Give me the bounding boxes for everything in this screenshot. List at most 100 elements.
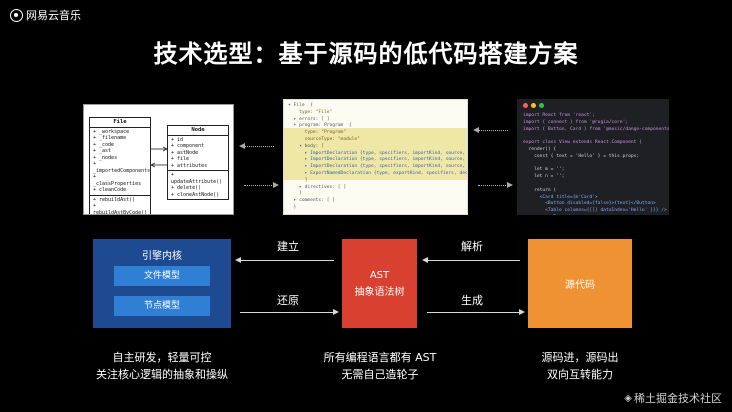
uml-field: + file — [171, 156, 190, 162]
ast-line: sourceType: "module" — [288, 136, 360, 142]
uml-node-header: Node — [168, 126, 228, 136]
uml-field: + _workspace — [93, 128, 130, 135]
caption-source: 源码进，源码出 双向互转能力 — [510, 349, 650, 383]
ast-line: ▸ ExportNamedDeclaration {type, exportKi… — [304, 170, 467, 176]
source-code-box: 源代码 — [528, 239, 632, 328]
uml-field: + _filename — [93, 135, 127, 141]
uml-field: + _code — [93, 141, 115, 148]
uml-method: + updateAttribute() — [171, 172, 223, 185]
brand-name: 网易云音乐 — [26, 9, 81, 22]
uml-node-class: Node + id+ component+ astNode+ file+ att… — [167, 125, 229, 200]
uml-method: + delete() — [171, 185, 202, 191]
ast-line: type: "Program" — [288, 130, 347, 136]
uml-field: + _ast — [93, 148, 112, 154]
uml-method: + rebuildAst() — [93, 196, 136, 203]
ast-line: ▾ body: [ — [288, 143, 324, 149]
maximize-dot-icon — [539, 103, 544, 108]
uml-file-methods: + rebuildAst()+ rebuildAstByCode()+ upda… — [90, 194, 150, 215]
caption-engine: 自主研发，轻量可控 关注核心逻辑的抽象和操纵 — [62, 349, 262, 383]
code-line: <Card title={m'Card'> — [523, 194, 598, 200]
uml-field: + id — [171, 136, 184, 143]
ast-tree: ▾ File { type: "File" ▸ errors: [ ] ▾ pr… — [288, 103, 467, 212]
engine-title: 引擎内核 — [142, 251, 182, 262]
code-line: const { text = 'Hello' } = this.props; — [523, 153, 640, 159]
uml-file-class: File + _workspace+ _filename+ _code+ _as… — [89, 117, 151, 215]
ast-line: } — [288, 191, 302, 197]
ast-line: ▸ directives: [ ] — [288, 184, 347, 190]
ast-line: ▸ comments: [ ] — [288, 198, 336, 204]
uml-class-diagram: File + _workspace+ _filename+ _code+ _as… — [83, 104, 234, 215]
code-line — [523, 181, 663, 188]
watermark: ◈ 稀土掘金技术社区 — [624, 390, 722, 406]
ast-box-line1: AST — [369, 269, 390, 281]
dotted-arrow-to-uml — [239, 142, 274, 149]
caption-ast-line2: 无需自己造轮子 — [341, 368, 419, 381]
caption-engine-line1: 自主研发，轻量可控 — [112, 351, 212, 364]
juejin-logo-icon: ◈ — [624, 392, 632, 404]
uml-field: + _nodes — [93, 154, 118, 161]
uml-file-fields: + _workspace+ _filename+ _code+ _ast+ _n… — [90, 128, 150, 195]
ast-line: ] — [288, 177, 308, 183]
uml-file-header: File — [90, 118, 150, 128]
dotted-arrow-to-code — [478, 181, 513, 188]
ast-line: ▸ ImportDeclaration {type, specifiers, i… — [304, 164, 466, 170]
ast-line: type: "File" — [288, 109, 333, 115]
ast-explorer-panel: ▾ File { type: "File" ▸ errors: [ ] ▾ pr… — [283, 99, 468, 215]
ast-highlight-band — [284, 128, 467, 180]
uml-association-lines — [150, 146, 168, 168]
ast-box: AST 抽象语法树 — [342, 239, 417, 328]
code-line: export class View extends React.Componen… — [523, 140, 642, 146]
arrow-generate — [427, 309, 525, 315]
code-line: import { Button, Card } from '@music/dan… — [523, 126, 669, 132]
close-dot-icon — [523, 103, 528, 108]
arrow-label-generate: 生成 — [461, 294, 483, 307]
source-code-text: import React from 'react';import { conne… — [523, 113, 669, 215]
uml-field: + astNode — [171, 149, 199, 156]
dotted-arrow-to-ast-from-code — [473, 126, 508, 133]
ast-line: ▸ ImportDeclaration {type, specifiers, i… — [304, 150, 466, 156]
uml-node-fields: + id+ component+ astNode+ file+ attribut… — [168, 136, 228, 171]
ast-line: ▸ errors: [ ] — [288, 116, 330, 122]
ast-box-line2: 抽象语法树 — [354, 286, 405, 298]
code-line: let n = ''; — [523, 174, 565, 180]
ast-line: ▾ File { — [288, 103, 313, 108]
window-controls — [523, 103, 663, 108]
uml-field: + cleanCode — [93, 187, 127, 193]
code-line: let m = ''; — [523, 167, 565, 173]
uml-node-methods: + updateAttribute()+ delete()+ cloneAstN… — [168, 170, 228, 199]
arrow-restore — [240, 309, 339, 315]
node-model-box: 节点模型 — [114, 296, 210, 316]
ast-line: } — [288, 204, 297, 210]
code-line: render() { — [523, 146, 557, 152]
uml-field: + attributes — [171, 162, 208, 169]
brand-logo: 网易云音乐 — [10, 7, 81, 23]
arrow-build — [235, 257, 334, 263]
slide-title: 技术选型：基于源码的低代码搭建方案 — [153, 40, 579, 68]
dotted-arrow-to-ast — [244, 181, 279, 188]
arrow-label-build: 建立 — [277, 240, 299, 253]
uml-field: + _importedComponents — [93, 161, 151, 174]
caption-ast-line1: 所有编程语言都有 AST — [323, 351, 437, 364]
code-line: return ( — [523, 187, 557, 193]
uml-field: + component — [171, 143, 205, 149]
uml-method: + rebuildAstByCode() — [93, 203, 148, 215]
watermark-text: 稀土掘金技术社区 — [634, 392, 722, 405]
arrow-label-restore: 还原 — [277, 294, 299, 307]
ast-line: ▾ program: Program { — [288, 123, 352, 129]
code-line: import React from 'react'; — [523, 113, 595, 118]
netease-music-icon — [10, 8, 23, 22]
arrow-label-parse: 解析 — [461, 240, 483, 253]
source-code-panel: import React from 'react';import { conne… — [517, 99, 669, 215]
file-model-box: 文件模型 — [114, 266, 210, 286]
caption-source-line2: 双向互转能力 — [547, 368, 613, 381]
uml-method: + cloneAstNode() — [171, 191, 220, 198]
caption-ast: 所有编程语言都有 AST 无需自己造轮子 — [290, 349, 470, 383]
ast-line: ▸ ImportDeclaration {type, specifiers, i… — [304, 157, 466, 163]
code-line: <Button disabled={false}>{text}</Button> — [523, 201, 656, 207]
minimize-dot-icon — [531, 103, 536, 108]
code-line: import { connect } from '@rugia/core'; — [523, 119, 629, 125]
uml-field: + _classProperties — [93, 174, 142, 187]
engine-core-box: 引擎内核 文件模型 节点模型 — [93, 239, 231, 328]
arrow-parse — [422, 257, 520, 263]
caption-source-line1: 源码进，源码出 — [541, 351, 619, 364]
